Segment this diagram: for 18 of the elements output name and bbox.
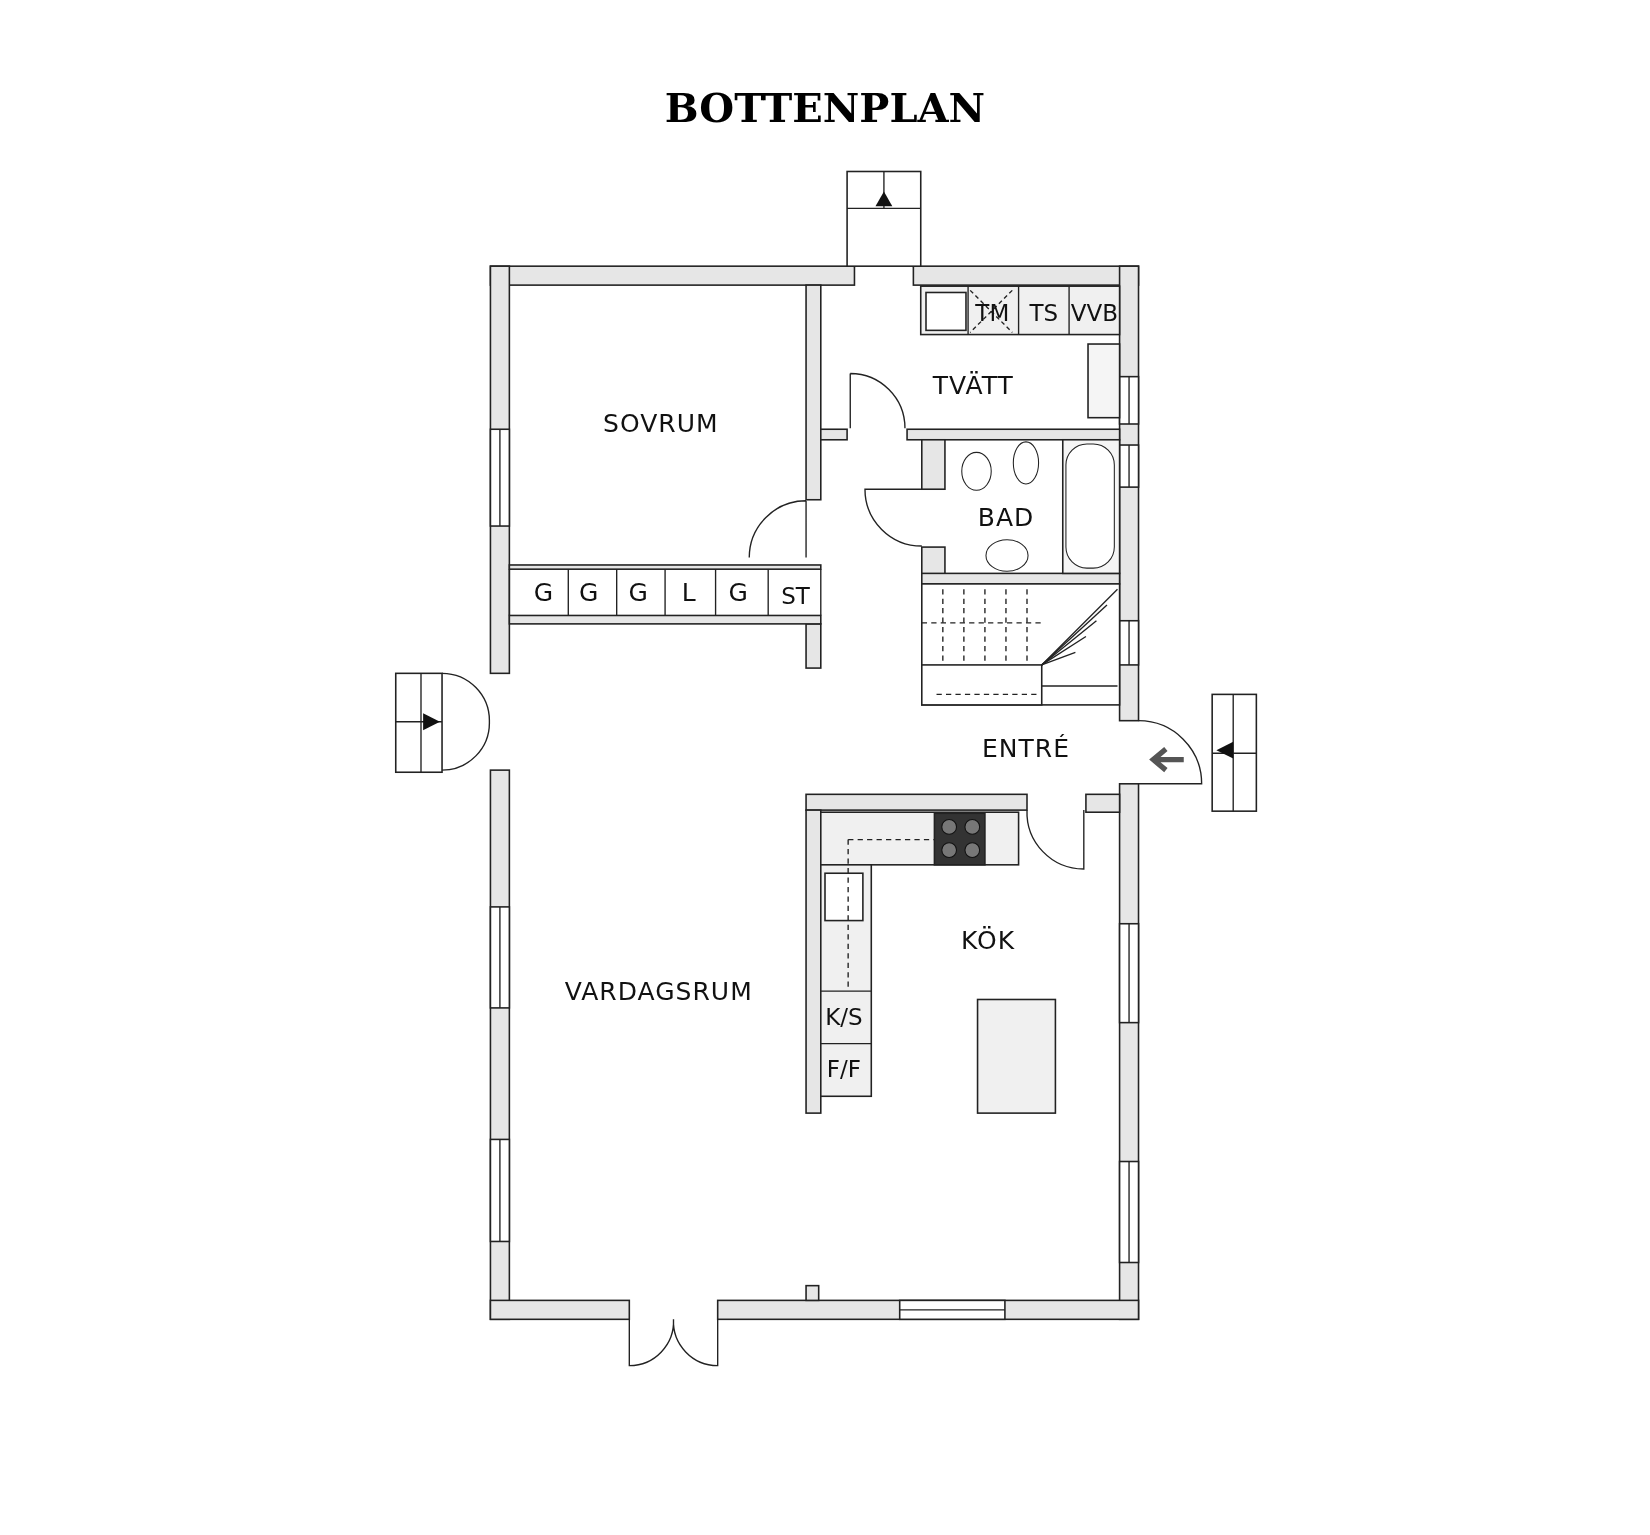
plan-title: BOTTENPLAN — [663, 84, 987, 131]
appliance-label: TM — [975, 299, 1010, 326]
cabinet-label: G — [628, 577, 649, 607]
appliance-label: VVB — [1070, 299, 1118, 326]
room-label: KÖK — [961, 925, 1016, 955]
room-label: TVÄTT — [932, 370, 1014, 400]
appliance-label: TS — [1029, 299, 1059, 326]
cabinet-label: G — [579, 577, 600, 607]
appliance-label: K/S — [825, 1003, 863, 1030]
room-label: ENTRÉ — [982, 733, 1070, 763]
cabinet-label: ST — [781, 582, 810, 609]
room-label: BAD — [977, 502, 1035, 532]
cabinet-label: G — [728, 577, 749, 607]
cabinet-label: L — [681, 577, 697, 607]
appliance-label: F/F — [826, 1056, 862, 1083]
room-label: SOVRUM — [603, 408, 719, 438]
room-label: VARDAGSRUM — [564, 976, 753, 1006]
cabinet-label: G — [533, 577, 555, 607]
